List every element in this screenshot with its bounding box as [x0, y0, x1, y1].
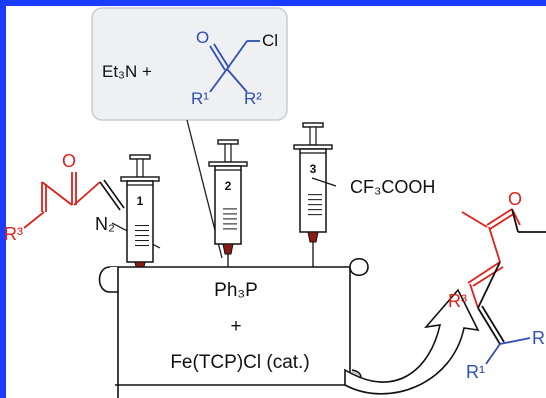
acyl-chloride-structure [209, 40, 260, 93]
scroll-line-3: Fe(TCP)Cl (cat.) [170, 352, 309, 373]
reaction-arrow [344, 288, 480, 395]
syringe-plunger-cap [217, 139, 239, 145]
acyl-chlorine-label: Cl [262, 31, 278, 50]
acid-label: CF₃COOH [350, 177, 435, 197]
reaction-scroll [98, 257, 369, 398]
diazo-ketone-structure: O N₂ R³ [4, 151, 161, 249]
scroll-left-curl [98, 266, 119, 293]
syringe-number-label: 1 [137, 194, 144, 208]
scroll-right-curl [349, 257, 369, 277]
callout-box [91, 7, 288, 121]
product-r-label: R [532, 328, 545, 348]
syringe-number-label: 3 [310, 162, 317, 176]
diazo-bond-2 [103, 179, 125, 209]
syringe-2: 2 [208, 139, 248, 278]
diazo-n2-label: N₂ [95, 214, 115, 234]
syringe-tip [307, 231, 319, 243]
acyl-oxygen-label: O [196, 28, 209, 47]
syringe-barrel [214, 165, 242, 245]
syringe-number-label: 2 [225, 179, 232, 193]
syringe-1: 1 [120, 154, 160, 280]
acyl-r1-label: R¹ [191, 89, 209, 108]
syringe-plunger-rod [309, 126, 317, 146]
product-r3-label: R³ [448, 291, 467, 311]
scroll-line-1: Ph₃P [214, 280, 258, 301]
callout-prefix: Et₃N + [102, 62, 152, 81]
syringe-plunger-rod [224, 143, 232, 163]
syringe-3: 3 [293, 122, 333, 278]
scroll-body [110, 266, 351, 386]
syringe-barrel [126, 180, 154, 263]
callout-reagent-box: Et₃N + O Cl R¹ R² [91, 7, 288, 259]
diazo-oxygen-label: O [62, 151, 76, 171]
product-oxygen-label: O [508, 189, 522, 209]
syringe-group: 1 2 3 [120, 122, 333, 280]
syringe-plunger-cap [129, 154, 151, 160]
syringe-plunger-rod [136, 158, 144, 178]
acyl-r2-label: R² [244, 89, 262, 108]
acid-pointer-line [311, 177, 337, 187]
syringe-tip [222, 243, 234, 255]
product-r1-label: R¹ [466, 362, 485, 382]
diazo-bond-1 [99, 181, 121, 211]
scroll-line-2: + [230, 316, 241, 337]
diazo-r3-label: R³ [4, 224, 23, 244]
product-structure: O R³ R¹ R [448, 189, 546, 382]
